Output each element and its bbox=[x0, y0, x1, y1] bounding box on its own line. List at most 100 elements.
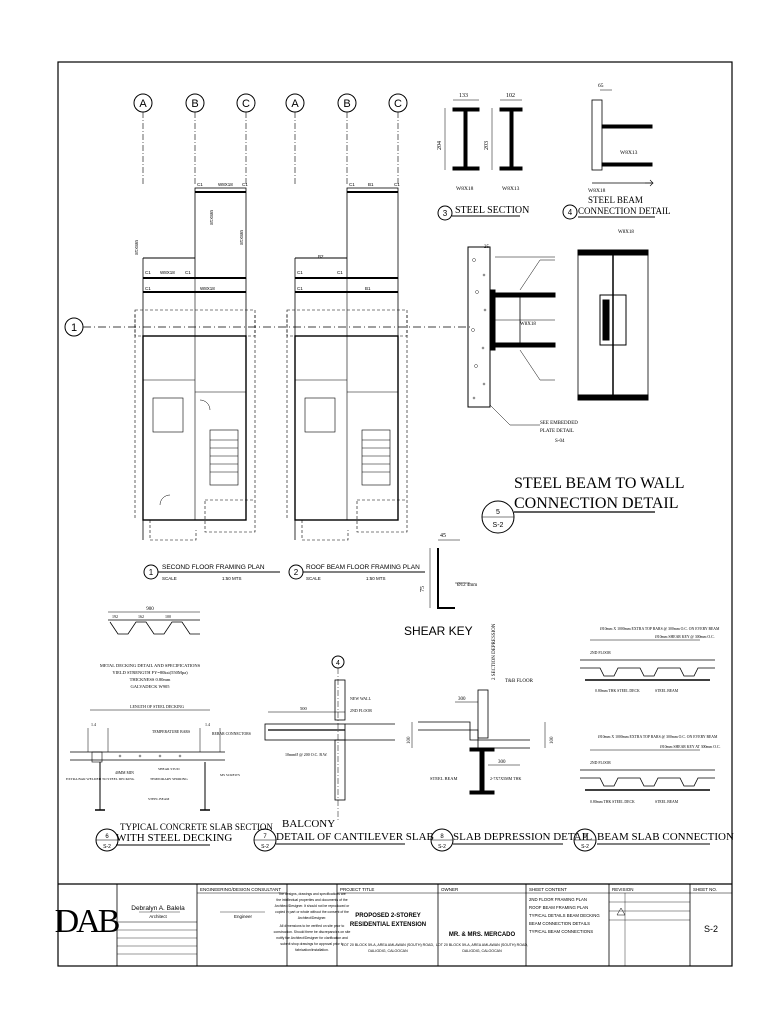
owner-name: MR. & MRS. MERCADO bbox=[449, 932, 516, 938]
depression-text: 300 T&B FLOOR STEEL BEAM 2 SECTION DEPRE… bbox=[407, 623, 555, 781]
disclaimer-line-1: The designs, drawings and specifications… bbox=[278, 892, 346, 896]
svg-text:B1: B1 bbox=[368, 182, 374, 187]
owner-address-1: LOT 20 BLOCK 59-A, AREA AMLAWAN (SOUTH) … bbox=[436, 943, 528, 947]
beam-connection-number: 4 bbox=[568, 208, 573, 217]
disclaimer-line-7: construction. Should there be discrepanc… bbox=[274, 930, 351, 934]
grid-bubbles: A B C A B C 1 bbox=[64, 93, 470, 337]
wall-connection-title-2: CONNECTION DETAIL bbox=[514, 495, 678, 512]
depression-label-8: 2-7X7X5MM THK bbox=[490, 776, 521, 781]
typical-slab-spec-2: YIELD STRENGTH FY=80ksi(550Mpa) bbox=[112, 670, 188, 675]
beam-connection-title-2: CONNECTION DETAIL bbox=[578, 206, 671, 216]
depression-label-5: 100 bbox=[407, 736, 412, 744]
depression-label-3: STEEL BEAM bbox=[430, 776, 457, 781]
plan2-number: 2 bbox=[294, 568, 299, 577]
balcony-label-3: 2ND FLOOR bbox=[350, 708, 372, 713]
steel-section-dim-1: 133 bbox=[459, 93, 468, 99]
wall-connection-text: W8X18 W8X18 SEE EMBEDDED PLATE DETAIL S-… bbox=[484, 230, 634, 444]
wall-connection-label-5: S-04 bbox=[555, 439, 565, 444]
grid-bubble-row1: 1 bbox=[64, 317, 470, 337]
shear-key-title: SHEAR KEY bbox=[404, 624, 473, 638]
wall-connection-label-2: W8X18 bbox=[618, 230, 634, 235]
depression-number: 8 bbox=[440, 834, 444, 840]
grid-bubble-a1: A bbox=[133, 93, 153, 186]
typical-slab-sheet: S-2 bbox=[103, 844, 111, 850]
disclaimer-line-5: Architect/Designer. bbox=[298, 916, 327, 920]
typical-slab-number: 6 bbox=[105, 834, 109, 840]
balcony-detail bbox=[264, 655, 395, 820]
balcony-title-2: DETAIL OF CANTILEVER SLAB bbox=[276, 831, 434, 843]
typical-slab-label-1: LENGTH OF STEEL DECKING bbox=[130, 704, 184, 709]
balcony-label-2: NEW WALL bbox=[350, 696, 372, 701]
revision-label: REVISION bbox=[612, 887, 634, 892]
sheet-border bbox=[57, 61, 733, 967]
sheet-content-4: BEAM CONNECTION DETAILS bbox=[529, 921, 590, 926]
shear-key-text: 45 75 Ø12 4mm SHEAR KEY bbox=[404, 533, 477, 638]
balcony-sheet: S-2 bbox=[261, 844, 269, 850]
typical-slab-label-6: 40MM MIN bbox=[115, 771, 134, 775]
beam-connection-text: W8X13 W8X18 65 bbox=[588, 83, 638, 194]
wall-connection-label-4: PLATE DETAIL bbox=[540, 429, 574, 434]
sheet-number-label: SHEET NO. bbox=[693, 887, 717, 892]
wall-connection-title-1: STEEL BEAM TO WALL bbox=[514, 475, 685, 492]
grid-label-a1: A bbox=[139, 98, 147, 110]
beam-slab-label-2: Ø10mm SHEAR KEY @ 300mm O.C. bbox=[655, 635, 715, 639]
steel-section-dim-2: 204 bbox=[437, 141, 443, 150]
designer-name: Debralyn A. Balela bbox=[131, 905, 185, 912]
balcony-text: 4 500 NEW WALL 2ND FLOOR 10mmØ @ 200 O.C… bbox=[285, 660, 372, 757]
typical-slab-title-2: WITH STEEL DECKING bbox=[116, 832, 232, 844]
title-block-text: DAB Debralyn A. Balela Architect ENGINEE… bbox=[55, 887, 718, 953]
svg-text:W8X18: W8X18 bbox=[218, 182, 233, 187]
beam-slab-number: 9 bbox=[583, 834, 587, 840]
disclaimer-line-6: All dimensions to be verified on site pr… bbox=[280, 924, 345, 928]
depression-title-text: SLAB DEPRESSION DETAIL bbox=[453, 831, 592, 843]
depression-title: 8 S-2 SLAB DEPRESSION DETAIL bbox=[430, 828, 592, 852]
svg-text:C1: C1 bbox=[185, 270, 191, 275]
wall-connection-label-3: SEE EMBEDDED bbox=[540, 421, 578, 426]
sheet-content-5: TYPICAL BEAM CONNECTIONS bbox=[529, 929, 593, 934]
typical-slab-spec-4: GALVADECK W905 bbox=[130, 684, 170, 689]
svg-text:C1: C1 bbox=[145, 286, 151, 291]
beam-slab-label-9: 0.80mm THK STEEL DECK bbox=[590, 800, 635, 804]
typical-slab-detail bbox=[70, 611, 225, 811]
project-title-2: RESIDENTIAL EXTENSION bbox=[350, 922, 426, 928]
grid-bubble-b2: B bbox=[337, 93, 357, 186]
typical-slab-spec-3: THICKNESS 0.80mm bbox=[130, 677, 171, 682]
svg-text:C1: C1 bbox=[394, 182, 400, 187]
beam-slab-sheet: S-2 bbox=[581, 844, 589, 850]
typical-slab-spec-1: METAL DECKING DETAIL AND SPECIFICATIONS bbox=[100, 663, 201, 668]
typical-slab-label-10: STEEL BEAM bbox=[148, 797, 170, 801]
balcony-title: 7 S-2 BALCONY DETAIL OF CANTILEVER SLAB bbox=[253, 818, 434, 852]
depression-label-7: 300 bbox=[498, 760, 506, 765]
steel-section-detail bbox=[444, 99, 523, 171]
beam-connection-label-1: W8X13 bbox=[620, 150, 638, 156]
svg-text:B2: B2 bbox=[318, 254, 324, 259]
beam-connection-title-1: STEEL BEAM bbox=[588, 195, 643, 205]
depression-label-4: 2 SECTION DEPRESSION bbox=[492, 623, 497, 680]
beam-slab-label-1: Ø10mm X 1000mm EXTRA TOP BARS @ 300mm O.… bbox=[600, 627, 720, 631]
svg-text:B1: B1 bbox=[365, 286, 371, 291]
beam-slab-title: 9 S-2 BEAM SLAB CONNECTION bbox=[573, 828, 734, 852]
steel-section-dim-3: 102 bbox=[506, 93, 515, 99]
beam-slab-label-4: 0.80mm THK STEEL DECK bbox=[595, 689, 640, 693]
wall-connection-title: 5 S-2 STEEL BEAM TO WALL CONNECTION DETA… bbox=[481, 475, 685, 534]
sheet-content-3: TYPICAL DETAILS BEAM DECKING bbox=[529, 913, 600, 918]
plan1-title: SECOND FLOOR FRAMING PLAN bbox=[162, 564, 265, 571]
svg-text:W8X18: W8X18 bbox=[209, 210, 214, 225]
beam-connection-label-2: W8X18 bbox=[588, 188, 606, 194]
svg-text:C1: C1 bbox=[349, 182, 355, 187]
typical-slab-title: 6 S-2 TYPICAL CONCRETE SLAB SECTION WITH… bbox=[95, 822, 273, 852]
steel-section-text: 133 204 102 203 W8X18 W8X13 bbox=[437, 93, 520, 192]
beam-slab-label-10: STEEL BEAM bbox=[655, 800, 679, 804]
shear-key-dim-1: 45 bbox=[440, 533, 446, 539]
typical-slab-top-dim-4: 100 bbox=[165, 614, 171, 619]
svg-text:C1: C1 bbox=[242, 182, 248, 187]
balcony-title-1: BALCONY bbox=[282, 818, 335, 830]
beam-slab-text: Ø10mm X 1000mm EXTRA TOP BARS @ 300mm O.… bbox=[590, 627, 720, 804]
wall-connection-detail bbox=[467, 246, 649, 426]
steel-section-title: 3 STEEL SECTION bbox=[437, 205, 529, 221]
beam-slab-label-8: 2ND FLOOR bbox=[590, 761, 611, 765]
project-title-1: PROPOSED 2-STOREY bbox=[355, 913, 421, 919]
